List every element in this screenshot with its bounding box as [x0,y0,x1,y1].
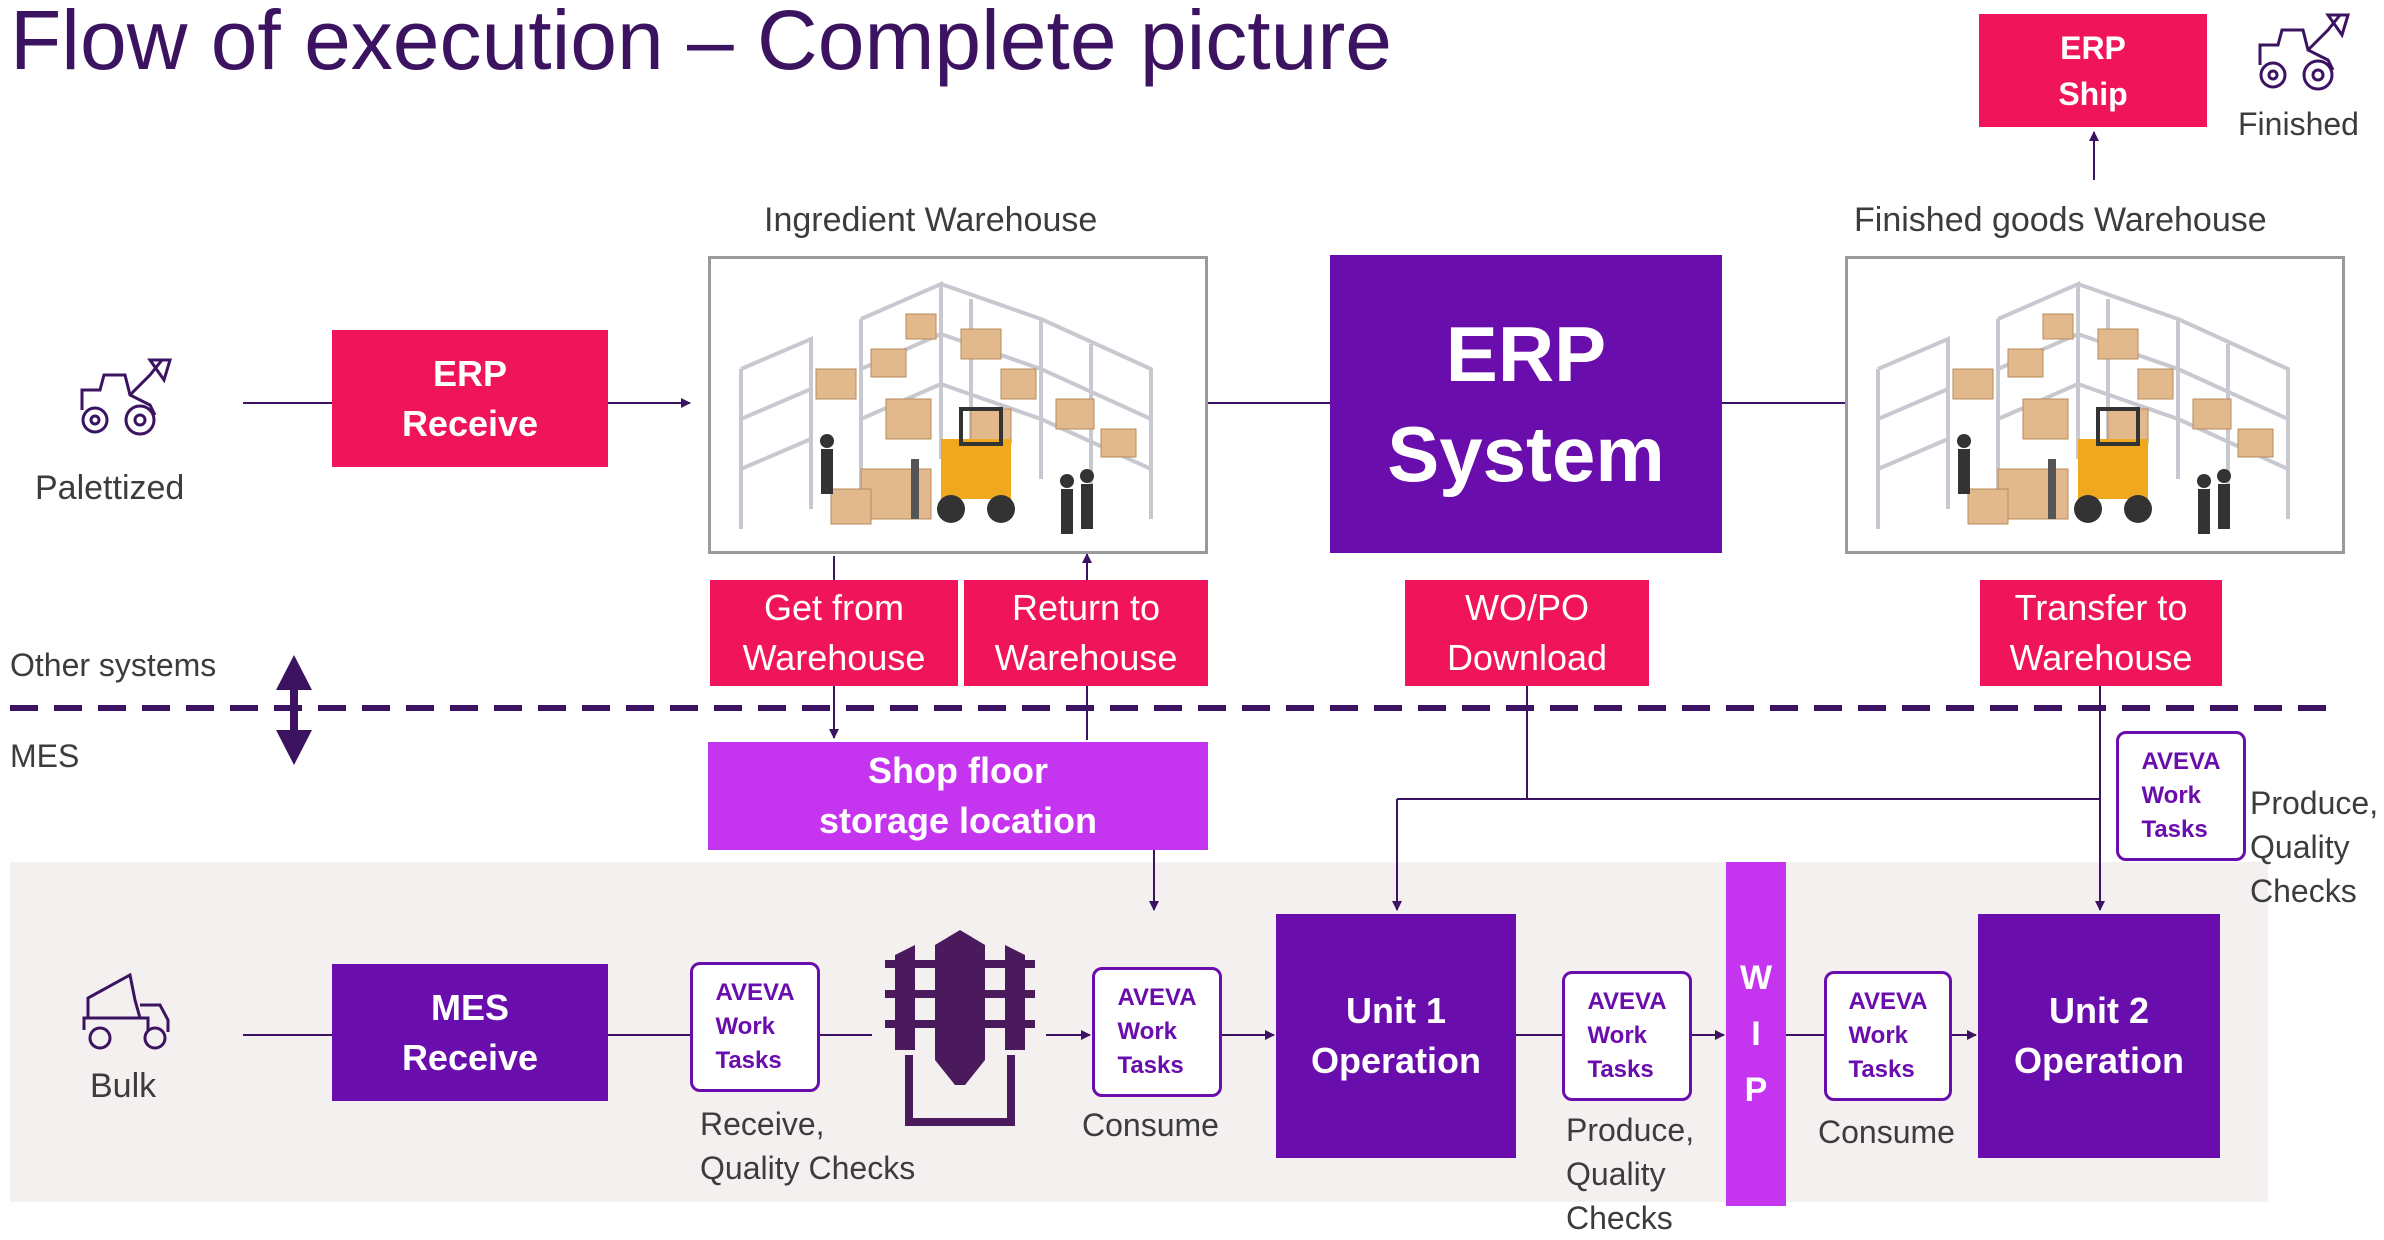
wo-po-download-box: WO/PO Download [1405,580,1649,686]
mes-receive-box: MES Receive [332,964,608,1101]
return-to-warehouse-box: Return to Warehouse [964,580,1208,686]
get-from-warehouse-box: Get from Warehouse [710,580,958,686]
transfer-to-warehouse-box: Transfer to Warehouse [1980,580,2222,686]
finished-goods-warehouse-title: Finished goods Warehouse [1854,201,2267,239]
aveva-work-tasks-consume-1: AVEVA Work Tasks [1092,967,1222,1097]
wip-box: W I P [1726,862,1786,1206]
finished-label: Finished [2238,106,2359,142]
produce-quality-checks-label-top: Produce, Quality Checks [2250,785,2379,909]
other-systems-label: Other systems [10,647,217,683]
bulk-label: Bulk [90,1067,157,1105]
consume-label-2: Consume [1818,1114,1955,1150]
produce-quality-checks-label-1: Produce, Quality Checks [1566,1112,1695,1236]
aveva-work-tasks-consume-2: AVEVA Work Tasks [1824,971,1952,1101]
palettized-label: Palettized [35,469,185,507]
erp-system-box: ERP System [1330,255,1722,553]
erp-receive-box: ERP Receive [332,330,608,467]
aveva-work-tasks-produce-top: AVEVA Work Tasks [2116,731,2246,861]
unit1-operation-box: Unit 1 Operation [1276,914,1516,1158]
page-title: Flow of execution – Complete picture [10,0,1393,87]
erp-ship-box: ERP Ship [1979,14,2207,127]
shop-floor-storage-box: Shop floor storage location [708,742,1208,850]
ingredient-warehouse-illustration [708,256,1208,554]
aveva-work-tasks-produce-1: AVEVA Work Tasks [1562,971,1692,1101]
finished-goods-warehouse-illustration [1845,256,2345,554]
receive-quality-checks-label: Receive, Quality Checks [700,1106,916,1186]
unit2-operation-box: Unit 2 Operation [1978,914,2220,1158]
mes-label: MES [10,738,80,774]
ingredient-warehouse-title: Ingredient Warehouse [764,201,1098,239]
consume-label-1: Consume [1082,1107,1219,1143]
aveva-work-tasks-receive: AVEVA Work Tasks [690,962,820,1092]
